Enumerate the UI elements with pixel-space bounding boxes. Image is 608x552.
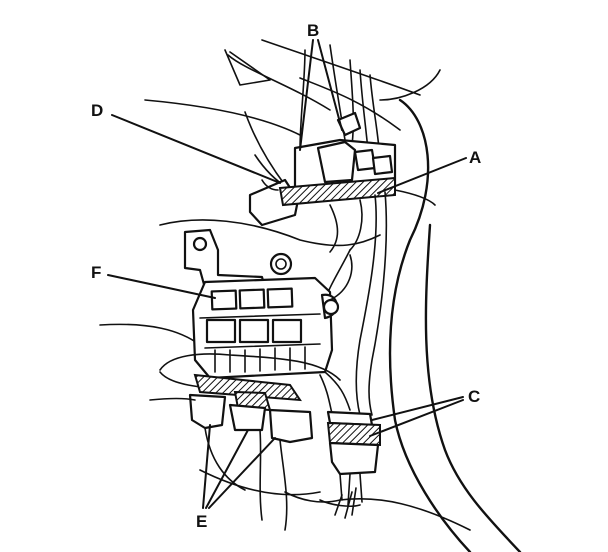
lower-connectors-e <box>149 373 314 531</box>
fuse-box-f <box>159 228 353 426</box>
connector-e-1 <box>188 393 227 430</box>
callout-b: B <box>307 21 319 40</box>
relay-small-2 <box>371 154 394 176</box>
connector-e-2 <box>228 403 267 432</box>
callout-f: F <box>91 263 101 282</box>
body-panel-outline <box>99 39 522 552</box>
callout-a: A <box>469 148 481 167</box>
connector-c <box>326 421 381 447</box>
callout-e: E <box>196 512 207 531</box>
connector-a <box>278 176 396 207</box>
callout-c: C <box>468 387 480 406</box>
mounting-bolt <box>269 252 293 276</box>
leader-lines <box>107 39 467 509</box>
connector-e-3 <box>268 408 314 444</box>
relay-small-1 <box>353 148 377 172</box>
callout-labels: B D A F C E <box>91 21 481 531</box>
connector-c-group <box>319 410 381 519</box>
bracket-bolt-hole <box>192 236 208 252</box>
connector-e-band <box>193 373 302 402</box>
callout-d: D <box>91 101 103 120</box>
